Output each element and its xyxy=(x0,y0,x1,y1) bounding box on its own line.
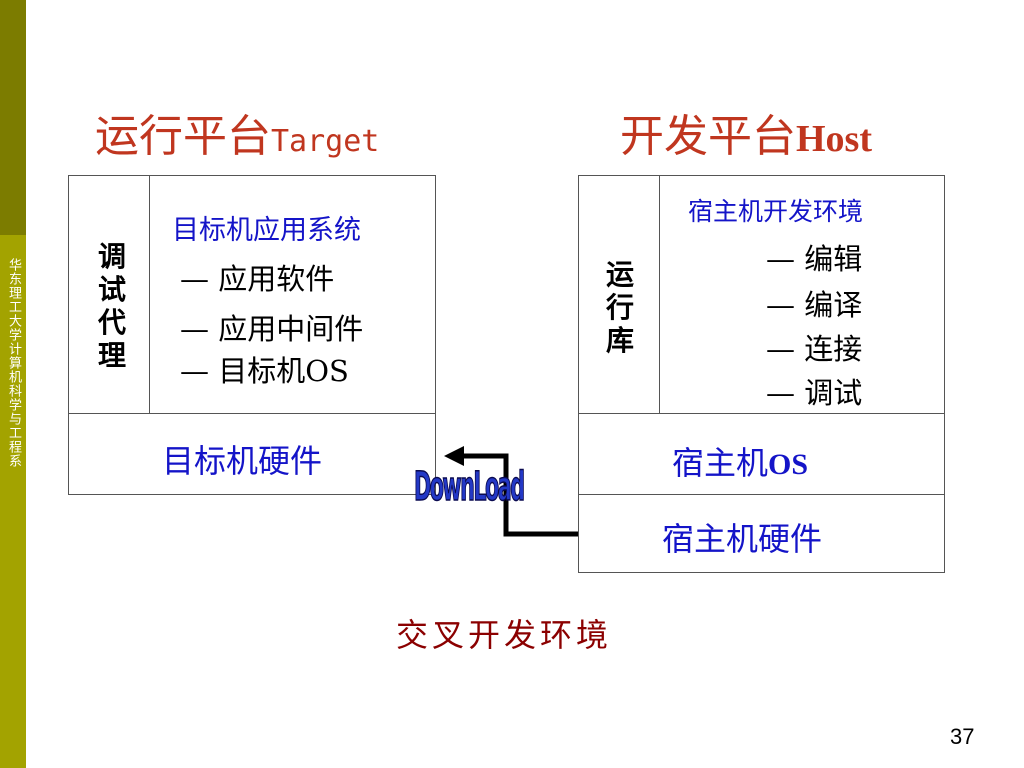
target-app-item-1: — 应用软件 xyxy=(180,262,335,296)
cross-dev-caption: 交叉开发环境 xyxy=(396,616,613,654)
host-divider-2 xyxy=(578,494,945,495)
target-app-item-3: — 目标机OS xyxy=(180,354,349,388)
host-env-item-1: — 编辑 xyxy=(766,242,863,276)
host-env-item-4: — 调试 xyxy=(766,376,863,410)
download-label: DownLoad xyxy=(414,463,526,511)
host-os-label: 宿主机OS xyxy=(672,438,808,484)
host-os-en: OS xyxy=(768,448,809,481)
sidebar-top-band xyxy=(0,0,26,235)
host-os-cn: 宿主机 xyxy=(672,444,769,482)
target-app-item-2: — 应用中间件 xyxy=(180,312,364,346)
host-env-item-2: — 编译 xyxy=(766,288,863,322)
target-title-en: Target xyxy=(271,124,380,159)
host-hardware-label: 宿主机硬件 xyxy=(662,520,823,558)
sidebar-department-text: 华东理工大学计算机科学与工程系 xyxy=(6,258,21,468)
host-title-cn: 开发平台 xyxy=(620,111,796,162)
host-env-title: 宿主机开发环境 xyxy=(688,197,864,226)
runtime-lib-cell xyxy=(578,175,660,414)
download-arrow xyxy=(444,446,578,537)
host-divider-1 xyxy=(578,413,945,414)
target-platform-title: 运行平台Target xyxy=(95,100,379,164)
page-number: 37 xyxy=(950,724,975,749)
target-divider xyxy=(68,413,436,414)
runtime-lib-label: 运行库 xyxy=(605,258,634,357)
host-env-item-3: — 连接 xyxy=(766,332,863,366)
debug-agent-label: 调试代理 xyxy=(97,240,126,372)
target-title-cn: 运行平台 xyxy=(95,111,271,162)
target-hardware-label: 目标机硬件 xyxy=(162,442,323,480)
debug-agent-cell xyxy=(68,175,150,414)
sidebar-strip: 华东理工大学计算机科学与工程系 xyxy=(0,0,26,768)
target-app-system-title: 目标机应用系统 xyxy=(172,215,361,246)
host-platform-title: 开发平台Host xyxy=(620,100,872,164)
host-title-en: Host xyxy=(796,118,872,160)
